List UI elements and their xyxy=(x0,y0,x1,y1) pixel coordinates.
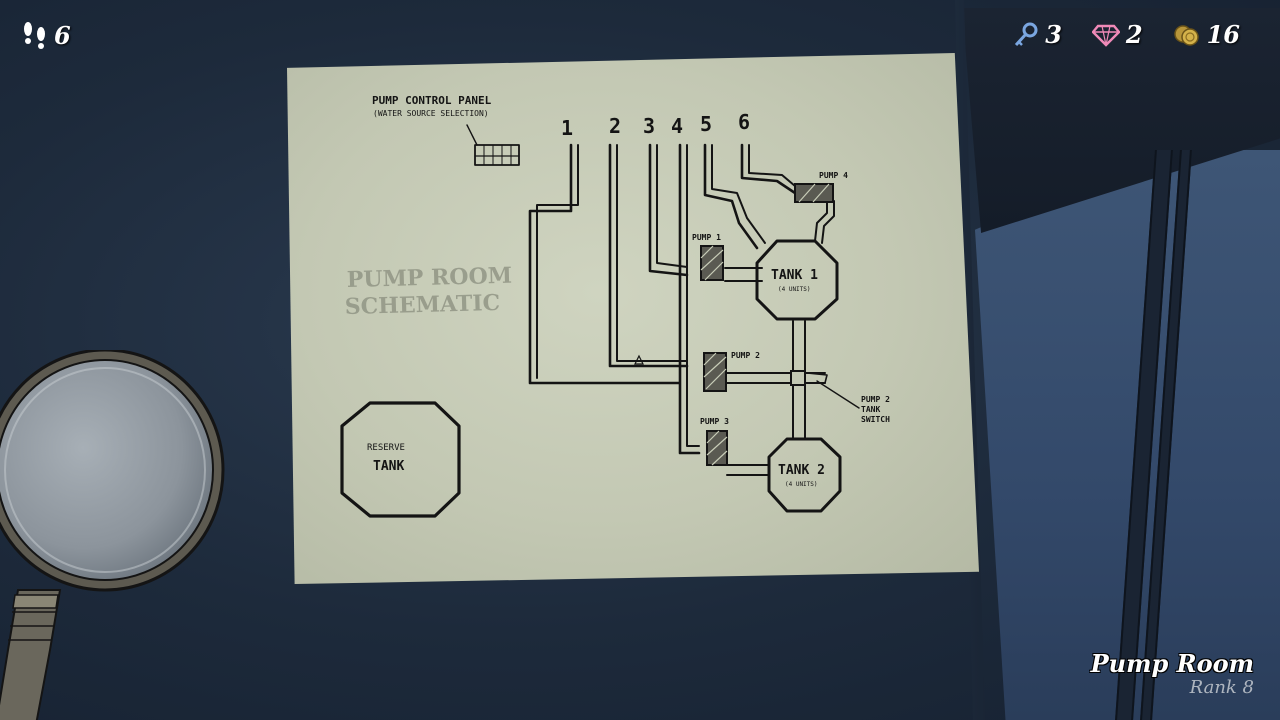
control-panel-icon xyxy=(474,144,520,166)
cursor-marker xyxy=(634,354,644,365)
source-number-4: 4 xyxy=(671,114,683,138)
magnifying-glass[interactable] xyxy=(0,350,230,720)
pump-4-label: PUMP 4 xyxy=(819,171,848,180)
pump-room-schematic: PUMP CONTROL PANEL (WATER SOURCE SELECTI… xyxy=(340,94,890,518)
resource-counters: 3 2 16 xyxy=(1013,22,1240,48)
reserve-tank-label-2: TANK xyxy=(373,459,404,474)
pump-3-label: PUMP 3 xyxy=(700,417,729,426)
tank-2-units: (4 UNITS) xyxy=(785,481,818,488)
pipe-6 xyxy=(740,143,797,195)
room-label: Pump Room Rank 8 xyxy=(1091,650,1254,698)
gem-icon xyxy=(1091,24,1120,47)
tank-1-label: TANK 1 xyxy=(771,268,818,283)
steps-count: 6 xyxy=(54,21,71,50)
pump-2-label: PUMP 2 xyxy=(731,351,760,360)
panel-title: PUMP CONTROL PANEL xyxy=(372,94,492,107)
reserve-tank-label-1: RESERVE xyxy=(367,443,405,453)
pump-1-label: PUMP 1 xyxy=(692,233,721,242)
coins-icon xyxy=(1173,25,1199,46)
source-number-2: 2 xyxy=(609,114,621,138)
tank-1-shape xyxy=(755,239,839,321)
footsteps-icon xyxy=(24,22,45,49)
switch-label-2: TANK xyxy=(861,405,880,414)
pipe-1 xyxy=(528,143,681,385)
schematic-title-line-2: SCHEMATIC xyxy=(344,290,500,320)
tank-2-label: TANK 2 xyxy=(778,463,825,478)
switch-label-1: PUMP 2 xyxy=(861,395,890,404)
tank-2-shape xyxy=(767,437,842,513)
keys-count: 3 xyxy=(1045,20,1062,49)
schematic-paper[interactable] xyxy=(287,53,979,584)
coins-count: 16 xyxy=(1206,20,1240,49)
gems-count: 2 xyxy=(1125,20,1143,49)
reserve-tank-shape xyxy=(340,401,461,518)
pump-4-box xyxy=(794,183,834,203)
source-number-6: 6 xyxy=(738,110,750,134)
source-number-1: 1 xyxy=(561,116,573,140)
schematic-title-line-1: PUMP ROOM xyxy=(346,263,512,293)
pipe-2 xyxy=(608,143,689,368)
keys-counter: 3 xyxy=(1013,22,1062,48)
gems-counter: 2 xyxy=(1091,20,1143,49)
tank-1-units: (4 UNITS) xyxy=(778,286,811,293)
key-icon xyxy=(1015,22,1038,47)
source-number-5: 5 xyxy=(700,112,712,136)
pump-1-box xyxy=(700,245,724,281)
source-number-3: 3 xyxy=(643,114,655,138)
tank-switch-box xyxy=(790,370,806,386)
panel-subtitle: (WATER SOURCE SELECTION) xyxy=(373,109,489,118)
room-name: Pump Room xyxy=(1090,649,1254,678)
pipe-4 xyxy=(678,143,701,455)
room-rank: Rank 8 xyxy=(1189,677,1254,698)
pipe-5 xyxy=(703,143,759,250)
pump-3-box xyxy=(706,430,728,466)
switch-label-3: SWITCH xyxy=(861,415,890,424)
coins-counter: 16 xyxy=(1173,22,1240,48)
pipe-3 xyxy=(648,143,689,277)
steps-counter: 6 xyxy=(20,20,71,52)
